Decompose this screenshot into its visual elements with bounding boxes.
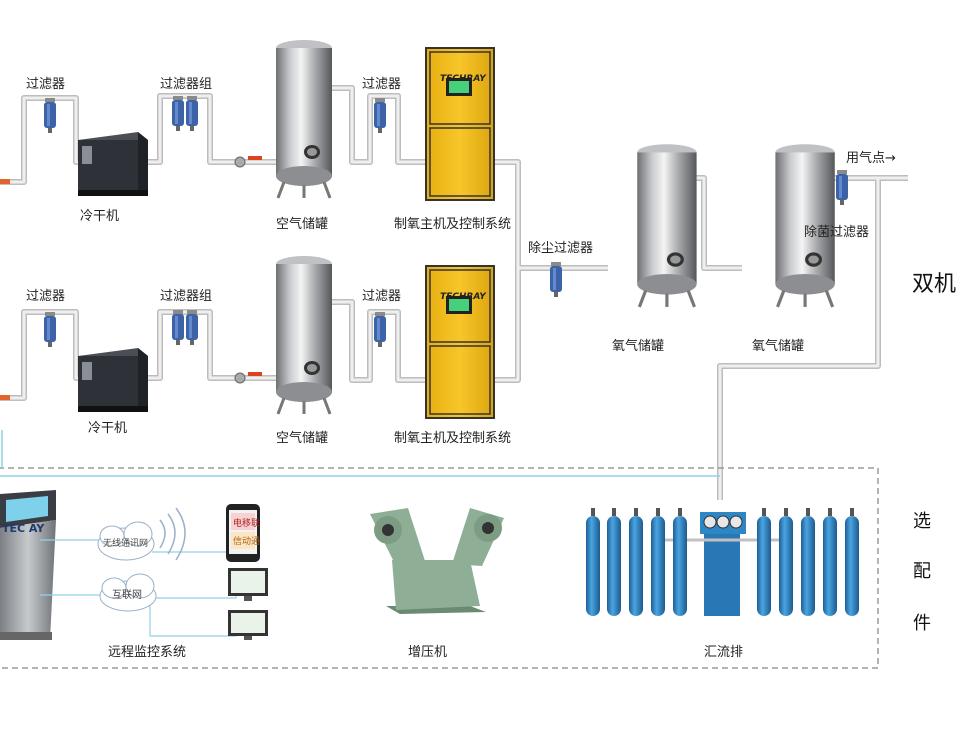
manifold-label: 汇流排 xyxy=(704,645,744,660)
phone-screen-text: 信动通 xyxy=(233,537,261,547)
oxygen-host-icon xyxy=(425,47,495,201)
dryer-label: 冷干机 xyxy=(88,421,128,436)
optional-parts-label-3: 件 xyxy=(913,613,931,634)
optional-parts-label-1: 选 xyxy=(913,511,931,532)
cloud-icon xyxy=(97,521,155,561)
monitor-icon xyxy=(228,610,268,640)
filter-group-icon xyxy=(186,310,198,345)
filter-label: 过滤器 xyxy=(26,77,66,92)
oxygen-tank-icon xyxy=(635,142,699,309)
filter-icon xyxy=(374,312,386,347)
oxygen-host-label: 制氧主机及控制系统 xyxy=(394,431,512,446)
cloud-icon xyxy=(99,573,157,612)
monitoring-kiosk-icon xyxy=(0,490,56,640)
filter-group-icon xyxy=(172,310,184,345)
host-brand-logo: TECHRAY xyxy=(440,292,486,302)
filter-label: 过滤器 xyxy=(26,289,66,304)
filter-icon xyxy=(374,98,386,133)
remote-monitoring-label: 远程监控系统 xyxy=(108,645,187,660)
dryer-icon xyxy=(78,348,148,412)
host-brand-logo: TECHRAY xyxy=(440,74,486,84)
oxygen-host-label: 制氧主机及控制系统 xyxy=(394,217,512,232)
booster-label: 增压机 xyxy=(408,645,448,660)
kiosk-brand-logo: TEC AY xyxy=(2,522,45,535)
oxygen-tank-label: 氧气储罐 xyxy=(752,339,805,354)
filter-group-icon xyxy=(186,96,198,131)
filter-label: 过滤器 xyxy=(362,77,402,92)
oxygen-tank-label: 氧气储罐 xyxy=(612,339,665,354)
wireless-signal-icon xyxy=(159,507,186,561)
dryer-icon xyxy=(78,132,148,196)
internet-label: 互联网 xyxy=(112,590,142,601)
dryer-label: 冷干机 xyxy=(80,209,120,224)
filter-icon xyxy=(44,312,56,347)
optional-parts-label-2: 配 xyxy=(913,561,931,582)
dual-machine-label: 双机 xyxy=(912,272,957,297)
air-tank-icon xyxy=(274,254,334,416)
phone-screen-text: 电移联 xyxy=(233,519,261,529)
oxygen-host-icon xyxy=(425,265,495,419)
air-tank-icon xyxy=(274,38,334,200)
dust-filter-label: 除尘过滤器 xyxy=(528,241,594,256)
filter-label: 过滤器 xyxy=(362,289,402,304)
sterile-filter-icon xyxy=(836,170,848,205)
filter-group-label: 过滤器组 xyxy=(160,289,213,304)
filter-group-label: 过滤器组 xyxy=(160,77,213,92)
optional-accessories-box xyxy=(0,467,879,669)
air-tank-label: 空气储罐 xyxy=(276,431,329,446)
use-point-label: 用气点→ xyxy=(846,151,896,166)
booster-compressor-icon xyxy=(370,508,504,614)
monitor-icon xyxy=(228,568,268,601)
wireless-network-label: 无线通讯网 xyxy=(103,539,149,549)
dust-filter-icon xyxy=(550,262,562,297)
filter-icon xyxy=(44,98,56,133)
sterile-filter-label: 除菌过滤器 xyxy=(804,225,870,240)
filter-group-icon xyxy=(172,96,184,131)
air-tank-label: 空气储罐 xyxy=(276,217,329,232)
smartphone-icon xyxy=(226,504,260,562)
valve-icon xyxy=(234,156,262,384)
